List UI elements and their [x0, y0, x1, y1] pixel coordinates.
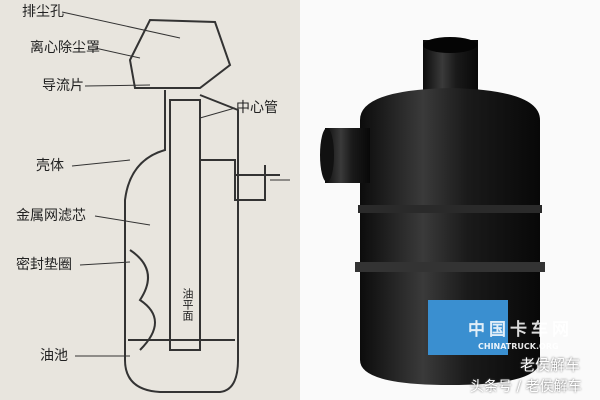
watermark-author: 老侯解车 [520, 356, 581, 374]
label-mesh-filter: 金属网滤芯 [16, 208, 86, 224]
watermark-logo-cn: 中国卡车网 [468, 320, 573, 340]
label-guide-vane: 导流片 [42, 78, 84, 94]
label-oil-level: 油平面 [181, 288, 194, 321]
watermark-source: 头条号 / 老侯解车 [470, 379, 582, 395]
label-seal-gasket: 密封垫圈 [16, 257, 72, 273]
product-label-sticker [428, 300, 508, 355]
label-dust-outlet: 排尘孔 [22, 4, 64, 20]
air-filter-photo [320, 37, 545, 385]
diagram-panel: 排尘孔 离心除尘罩 导流片 中心管 壳体 金属网滤芯 密封垫圈 油平面 油池 [0, 0, 300, 400]
label-oil-pan: 油池 [40, 348, 68, 364]
label-center-tube: 中心管 [236, 100, 278, 116]
label-centrifugal-cover: 离心除尘罩 [30, 40, 100, 56]
label-housing: 壳体 [36, 158, 64, 174]
watermark-logo-en: CHINATRUCK.ORG [478, 342, 559, 351]
photo-panel [300, 0, 600, 400]
air-filter-cutaway-drawing [61, 11, 290, 393]
